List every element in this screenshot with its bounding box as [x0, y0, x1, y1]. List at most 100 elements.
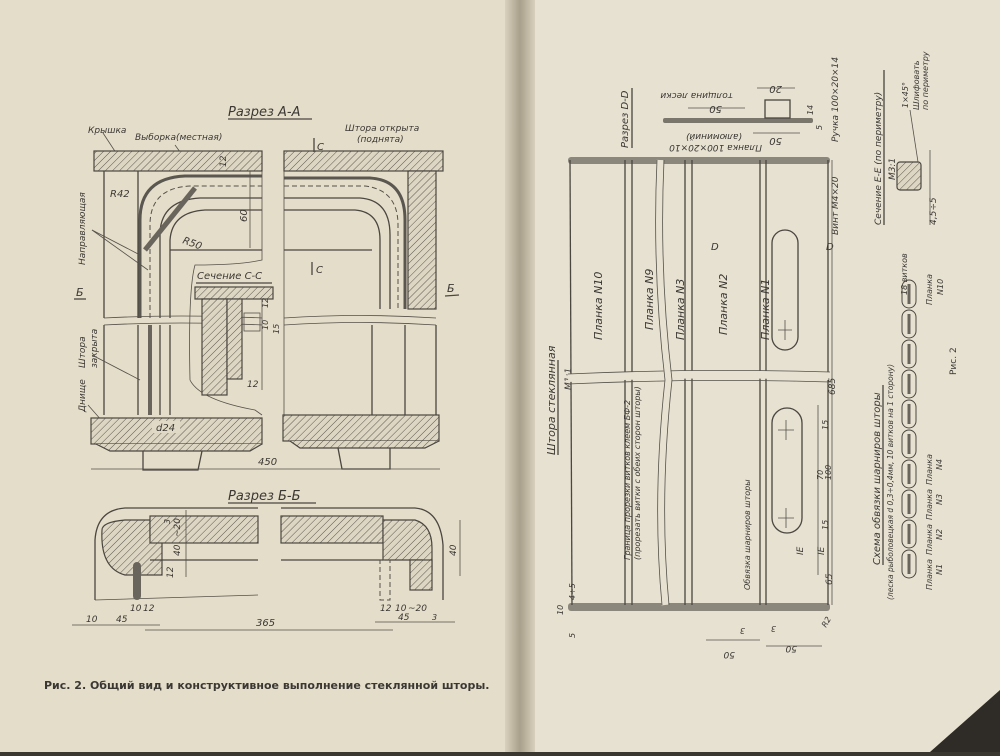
plank-n2-label: Планка N2 [717, 274, 730, 335]
hinge-link [901, 369, 917, 399]
hinge-label-n4: Планка [925, 454, 934, 485]
hinge-link [901, 429, 917, 459]
hinge-num-n2: N2 [935, 529, 944, 540]
section-ee-scale: М3:1 [888, 158, 898, 180]
label-shutter-closed-2: закрыта [90, 329, 100, 368]
mark-b-left: Б [76, 286, 84, 299]
hinge-scheme: Схема обвязки шарниров шторы (леска рыбо… [871, 253, 959, 600]
mark-c-bottom: C [316, 265, 323, 276]
section-ee: Сечение Е-Е (по периметру) М3:1 1×45° Шл… [874, 51, 939, 225]
dim-r42: R42 [110, 189, 130, 200]
dim-4-5: 4÷5 [568, 583, 577, 600]
background-corner [930, 690, 1000, 752]
plank-n3-label: Планка N3 [674, 279, 687, 340]
hinge-scheme-title: Схема обвязки шарниров шторы [871, 392, 883, 565]
glass-shutter: Штора стеклянная М1:1 Планка N10 Планка … [545, 157, 838, 659]
dim-10: 10 [556, 605, 565, 615]
dim-bb-12c: 12 [380, 604, 392, 614]
handle-slot-bottom [771, 407, 803, 534]
mark-e-right: IE [817, 546, 827, 555]
dim-15b: 15 [821, 520, 830, 530]
dim-5: 5 [568, 633, 577, 638]
label-handle: Ручка 100×20×14 [831, 57, 841, 142]
dim-cc-15: 15 [272, 324, 281, 334]
mark-c-top: C [317, 142, 324, 153]
section-bb-title: Разрез Б-Б [228, 489, 301, 504]
hinge-link [901, 279, 917, 309]
handle-slot-top [771, 229, 799, 351]
section-dd: Разрез D-D толщина лески 50 20 (алюминий… [620, 57, 841, 235]
dim-bb-10a: 10 [86, 615, 98, 625]
hinge-link [901, 339, 917, 369]
dim-bb-12b: 12 [143, 604, 155, 614]
label-lid: Крышка [88, 126, 126, 136]
lid-slab-left [93, 150, 263, 172]
dim-cc-10: 10 [261, 320, 270, 330]
label-glue-boundary: Граница прорезки витков клеем БФ-2 [623, 400, 632, 560]
label-plank: Планка 100×20×10 [669, 142, 762, 152]
hinge-label-n3: Планка [925, 489, 934, 520]
mark-d-right: D [826, 242, 834, 253]
dim-dd-20: 20 [769, 83, 782, 94]
label-hinge-binding: Обвязка шарниров шторы [743, 479, 752, 590]
section-bb: Разрез Б-Б ~20 3 40 12 40 10 12 10 45 36… [72, 489, 461, 631]
dim-bb-40a: 40 [173, 544, 183, 556]
label-screw: Винт М4×20 [831, 176, 841, 235]
dim-3b: 3 [771, 624, 776, 633]
dim-cc-12b: 12 [247, 380, 259, 390]
section-cc: Сечение С-С 12 10 15 12 [194, 271, 281, 396]
dim-bb-365: 365 [256, 618, 275, 629]
hinge-link [901, 309, 917, 339]
label-grind: Шлифовать [912, 60, 921, 110]
dim-bb-3b: 3 [432, 613, 437, 622]
hinge-num-n10: N10 [936, 279, 945, 295]
side-wall-right [407, 170, 437, 310]
dim-60: 60 [239, 209, 250, 222]
hinge-label-n1: Планка [925, 559, 934, 590]
label-shutter-raised: (поднята) [357, 135, 404, 145]
figure-number: Рис. 2 [949, 347, 959, 375]
dim-ee: 4,5÷5 [929, 197, 939, 225]
hinge-label-n2: Планка [925, 524, 934, 555]
label-guide: Направляющая [78, 192, 88, 265]
mark-e-left: IE [796, 546, 806, 555]
dim-65: 65 [825, 573, 835, 585]
dim-50a: 50 [723, 649, 735, 659]
dim-cc-12: 12 [261, 298, 270, 308]
hinge-num-n4: N4 [935, 459, 944, 470]
label-aluminium: (алюминий) [686, 131, 742, 141]
hinge-link [901, 519, 917, 549]
dim-d24: d24 [156, 423, 175, 434]
dim-dd-50a: 50 [709, 103, 722, 114]
dim-dd-5: 5 [815, 125, 824, 130]
section-dd-title: Разрез D-D [620, 90, 631, 148]
mark-d-left: D [711, 242, 719, 253]
dim-bb-20b: ~20 [408, 604, 427, 614]
section-aa-title: Разрез А-А [228, 105, 301, 120]
label-bottom: Днище [78, 379, 88, 413]
mark-b-right: Б [447, 282, 455, 295]
label-grind-perimeter: по периметру [921, 51, 930, 110]
hinge-labels: Планка N1 Планка N2 Планка N3 Планка N4 … [925, 274, 945, 590]
hinge-num-n1: N1 [935, 564, 944, 575]
shutter-title: Штора стеклянная [545, 345, 558, 455]
hinge-link [901, 489, 917, 519]
hinge-link [901, 549, 917, 579]
book-gutter [505, 0, 535, 752]
dim-bb-12: 12 [166, 566, 176, 578]
dim-70: 70 [816, 470, 825, 480]
dim-685: 685 [828, 378, 838, 395]
label-18-turns: 18 витков [900, 253, 909, 295]
label-line-thickness: толщина лески [660, 90, 733, 100]
plank-n1-label: Планка N1 [759, 279, 772, 340]
dim-bb-3: 3 [163, 519, 172, 524]
dim-50b: 50 [785, 643, 797, 653]
label-glue-note: (прорезать витки с обеих сторон шторы) [633, 386, 642, 560]
dim-bb-45a: 45 [116, 615, 128, 625]
hinge-link [901, 459, 917, 489]
hinge-scheme-subtitle: (леска рыболовецкая d 0,3÷0,4мм, 10 витк… [886, 364, 895, 600]
hinge-num-n3: N3 [935, 494, 944, 505]
bottom-slab-right [282, 414, 440, 442]
